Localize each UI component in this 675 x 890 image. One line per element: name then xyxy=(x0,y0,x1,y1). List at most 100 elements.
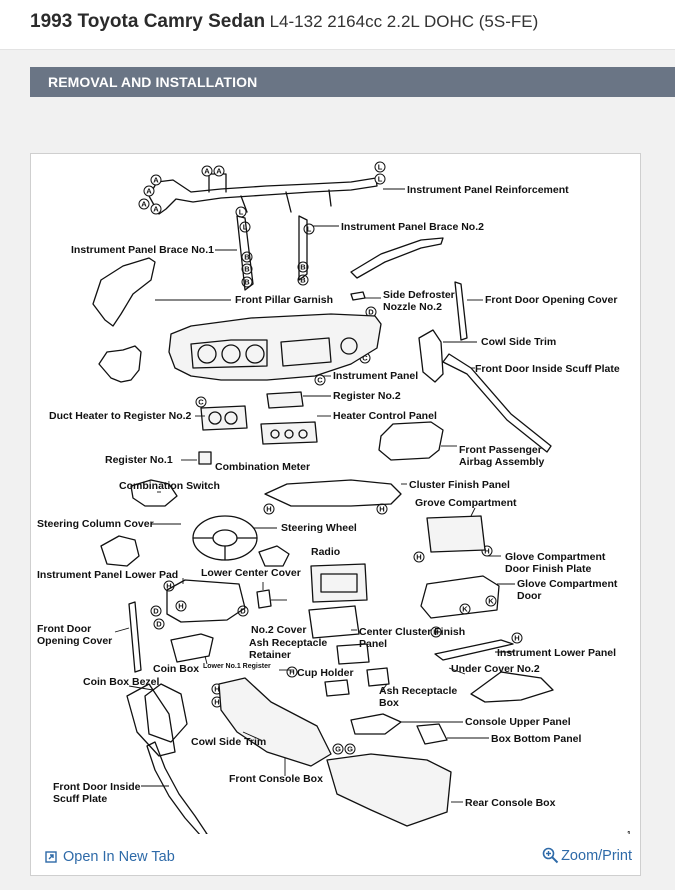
ash-receptacle-box xyxy=(366,667,390,687)
label-register-1: Register No.1 xyxy=(105,454,173,466)
svg-text:L: L xyxy=(378,163,383,172)
heater-control-panel xyxy=(260,421,318,445)
label-grove-compartment: Grove Compartment xyxy=(415,497,517,509)
label-front-door-scuff-top: Front Door Inside Scuff Plate xyxy=(475,363,620,375)
svg-text:H: H xyxy=(514,634,519,643)
label-lower-center-cover: Lower Center Cover xyxy=(201,567,301,579)
label-front-pillar-garnish: Front Pillar Garnish xyxy=(235,294,333,306)
label-cluster-finish-panel: Cluster Finish Panel xyxy=(409,479,510,491)
console-upper-panel xyxy=(350,713,402,735)
instrument-panel-lower-pad xyxy=(166,579,246,623)
coin-box xyxy=(170,633,214,663)
register-no1 xyxy=(198,451,212,465)
svg-text:C: C xyxy=(362,354,368,363)
svg-text:B: B xyxy=(300,263,306,272)
svg-text:D: D xyxy=(240,607,246,616)
combination-switch xyxy=(130,479,178,507)
label-rear-console-box: Rear Console Box xyxy=(465,797,556,809)
windshield-trim xyxy=(350,237,444,279)
steering-wheel xyxy=(192,515,258,561)
label-cup-holder: Cup Holder xyxy=(297,667,354,679)
card-footer: Open In New Tab Zoom/Print xyxy=(31,842,640,876)
front-door-opening-cover-top xyxy=(454,281,468,341)
magnifier-plus-icon xyxy=(542,847,559,864)
label-coin-box: Coin Box xyxy=(153,663,199,675)
svg-text:A: A xyxy=(153,205,159,214)
label-combination-switch: Combination Switch xyxy=(119,480,220,492)
part-labels: Instrument Panel Reinforcement Instrumen… xyxy=(37,184,631,834)
label-side-defroster-2: Nozzle No.2 xyxy=(383,301,442,313)
label-cowl-side-trim-bottom: Cowl Side Trim xyxy=(191,736,266,748)
svg-text:D: D xyxy=(153,607,159,616)
section-title: REMOVAL AND INSTALLATION xyxy=(48,74,258,90)
exploded-parts-diagram[interactable]: A A A A A A L L L L L B B B B B D M M C … xyxy=(31,154,640,834)
svg-text:B: B xyxy=(244,253,250,262)
svg-text:H: H xyxy=(416,553,421,562)
svg-text:H: H xyxy=(214,685,219,694)
combination-meter xyxy=(200,405,248,431)
label-airbag-2: Airbag Assembly xyxy=(459,456,545,468)
label-center-cluster-finish-1: Center Cluster Finish xyxy=(359,626,465,638)
label-ip-reinforcement: Instrument Panel Reinforcement xyxy=(407,184,569,196)
svg-text:H: H xyxy=(484,547,489,556)
svg-text:G: G xyxy=(335,745,341,754)
register-no2 xyxy=(266,391,304,409)
instrument-panel xyxy=(168,313,382,381)
label-side-defroster-1: Side Defroster xyxy=(383,289,455,301)
label-instrument-panel: Instrument Panel xyxy=(333,370,418,382)
diagram-page-number: 1 xyxy=(627,831,631,834)
label-instrument-lower-panel: Instrument Lower Panel xyxy=(497,647,616,659)
label-duct-heater: Duct Heater to Register No.2 xyxy=(49,410,192,422)
section-header: REMOVAL AND INSTALLATION xyxy=(30,67,675,97)
label-ip-lower-pad: Instrument Panel Lower Pad xyxy=(37,569,178,581)
engine-subtitle: L4-132 2164cc 2.2L DOHC (5S-FE) xyxy=(269,12,539,31)
svg-text:L: L xyxy=(378,175,383,184)
label-front-console-box: Front Console Box xyxy=(229,773,323,785)
zoom-print-label: Zoom/Print xyxy=(561,847,632,864)
label-console-upper-panel: Console Upper Panel xyxy=(465,716,571,728)
instrument-panel-braces xyxy=(236,215,308,291)
svg-text:K: K xyxy=(488,597,494,606)
label-ash-retainer-1: Ash Receptacle xyxy=(249,637,327,649)
label-radio: Radio xyxy=(311,546,340,558)
label-box-bottom-panel: Box Bottom Panel xyxy=(491,733,582,745)
vehicle-title: 1993 Toyota Camry Sedan xyxy=(30,11,266,32)
airbag-pad xyxy=(258,545,290,567)
front-console-box xyxy=(218,677,332,767)
front-door-inside-scuff-plate-bottom xyxy=(146,741,208,834)
box-bottom-panel xyxy=(416,723,448,745)
label-ash-retainer-2: Retainer xyxy=(249,649,291,661)
open-in-new-tab-link[interactable]: Open In New Tab xyxy=(45,849,175,865)
label-coin-box-bezel: Coin Box Bezel xyxy=(83,676,160,688)
svg-text:C: C xyxy=(317,376,323,385)
label-glove-finish-plate-2: Door Finish Plate xyxy=(505,563,592,575)
label-lower-no1-register: Lower No.1 Register xyxy=(203,663,271,670)
label-under-cover-2: Under Cover No.2 xyxy=(451,663,540,675)
svg-text:L: L xyxy=(307,225,312,234)
external-link-icon xyxy=(45,851,57,863)
label-ash-box-1: Ash Receptacle xyxy=(379,685,457,697)
label-center-cluster-finish-2: Panel xyxy=(359,638,387,650)
label-no2-cover: No.2 Cover xyxy=(251,624,306,636)
label-steering-column-cover: Steering Column Cover xyxy=(37,518,154,530)
cup-holder xyxy=(324,679,350,697)
svg-text:H: H xyxy=(289,668,294,677)
ash-receptacle-retainer xyxy=(336,643,370,665)
page-header: 1993 Toyota Camry Sedan L4-132 2164cc 2.… xyxy=(0,0,675,50)
label-register-2: Register No.2 xyxy=(333,390,401,402)
label-front-door-opening-cover-top: Front Door Opening Cover xyxy=(485,294,617,306)
svg-text:A: A xyxy=(146,187,152,196)
label-ip-brace-2: Instrument Panel Brace No.2 xyxy=(341,221,484,233)
cluster-finish-panel xyxy=(264,479,402,507)
instrument-panel-reinforcement xyxy=(148,173,378,215)
svg-text:H: H xyxy=(214,698,219,707)
zoom-print-link[interactable]: Zoom/Print xyxy=(542,847,632,864)
coin-box-bezel xyxy=(144,683,188,743)
label-heater-control-panel: Heater Control Panel xyxy=(333,410,437,422)
instrument-lower-panel xyxy=(434,639,514,661)
svg-text:L: L xyxy=(243,223,248,232)
cowl-side-trim-top xyxy=(418,329,444,383)
svg-text:B: B xyxy=(244,278,250,287)
front-passenger-airbag xyxy=(378,421,444,461)
label-glove-finish-plate-1: Glove Compartment xyxy=(505,551,606,563)
